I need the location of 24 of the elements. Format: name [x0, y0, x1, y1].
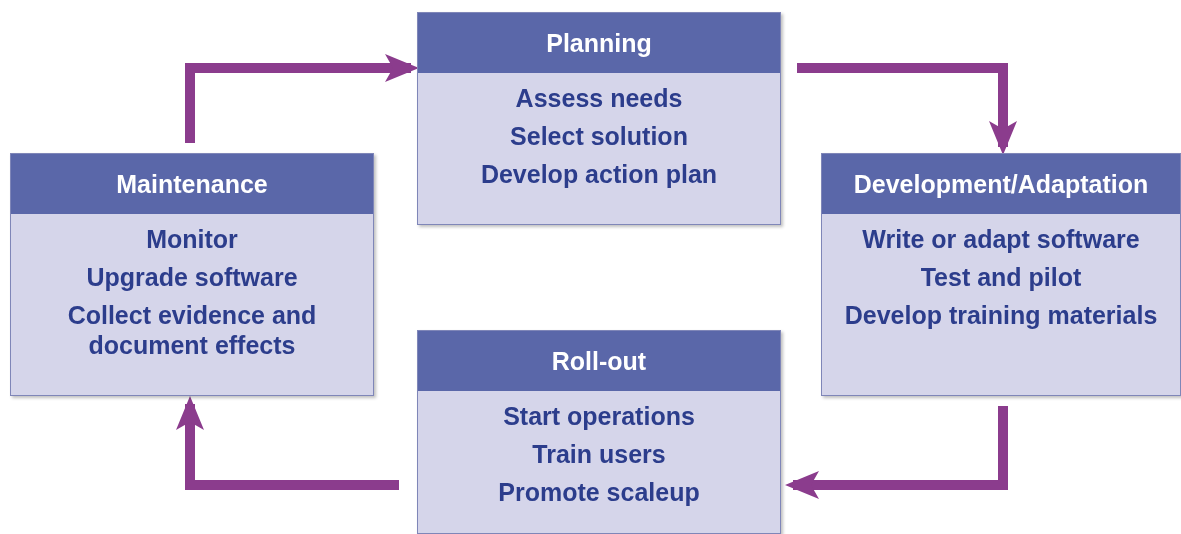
task-text: Start operations [503, 401, 695, 431]
task-text: Assess needs [515, 83, 683, 113]
task-text: Upgrade software [86, 262, 298, 292]
arrow [797, 63, 1017, 155]
task-text: Develop action plan [480, 159, 718, 189]
arrow [185, 54, 419, 143]
stage-box [417, 12, 781, 225]
task-text: Develop training materials [844, 300, 1158, 330]
stage-box [10, 153, 374, 396]
task-text: Write or adapt software [862, 224, 1140, 254]
task-text: Monitor [146, 224, 238, 254]
box-heading: Maintenance [11, 154, 373, 214]
box-heading: Planning [418, 13, 780, 73]
task-text: Promote scaleup [498, 477, 700, 507]
arrow [785, 406, 1008, 499]
box-heading: Development/Adaptation [822, 154, 1180, 214]
task-text: Train users [532, 439, 666, 469]
box-heading: Roll-out [418, 331, 780, 391]
stage-box [417, 330, 781, 534]
arrow [176, 396, 399, 490]
task-text: Collect evidence and document effects [66, 300, 318, 360]
task-text: Select solution [510, 121, 688, 151]
task-text: Test and pilot [920, 262, 1082, 292]
stage-box [821, 153, 1181, 396]
